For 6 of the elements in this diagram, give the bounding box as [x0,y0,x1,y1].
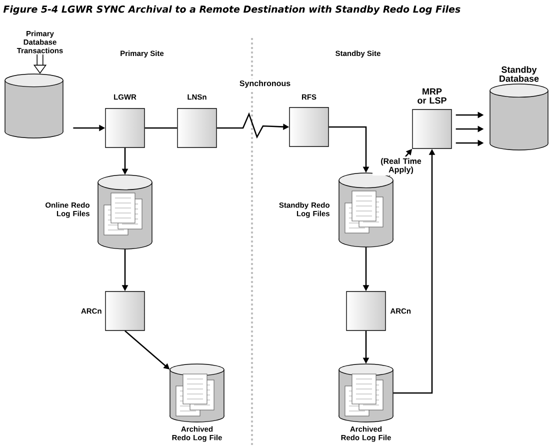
node-label: MRP or LSP [418,88,446,104]
figure-title: Figure 5-4 LGWR SYNC Archival to a Remote Destination with Standby Redo Log Files [3,5,460,15]
database-cylinder [4,74,64,138]
node-label: Standby Database [500,66,539,82]
edge-label: Synchronous [234,78,296,90]
edge-label: (Real Time Apply) [372,156,430,176]
